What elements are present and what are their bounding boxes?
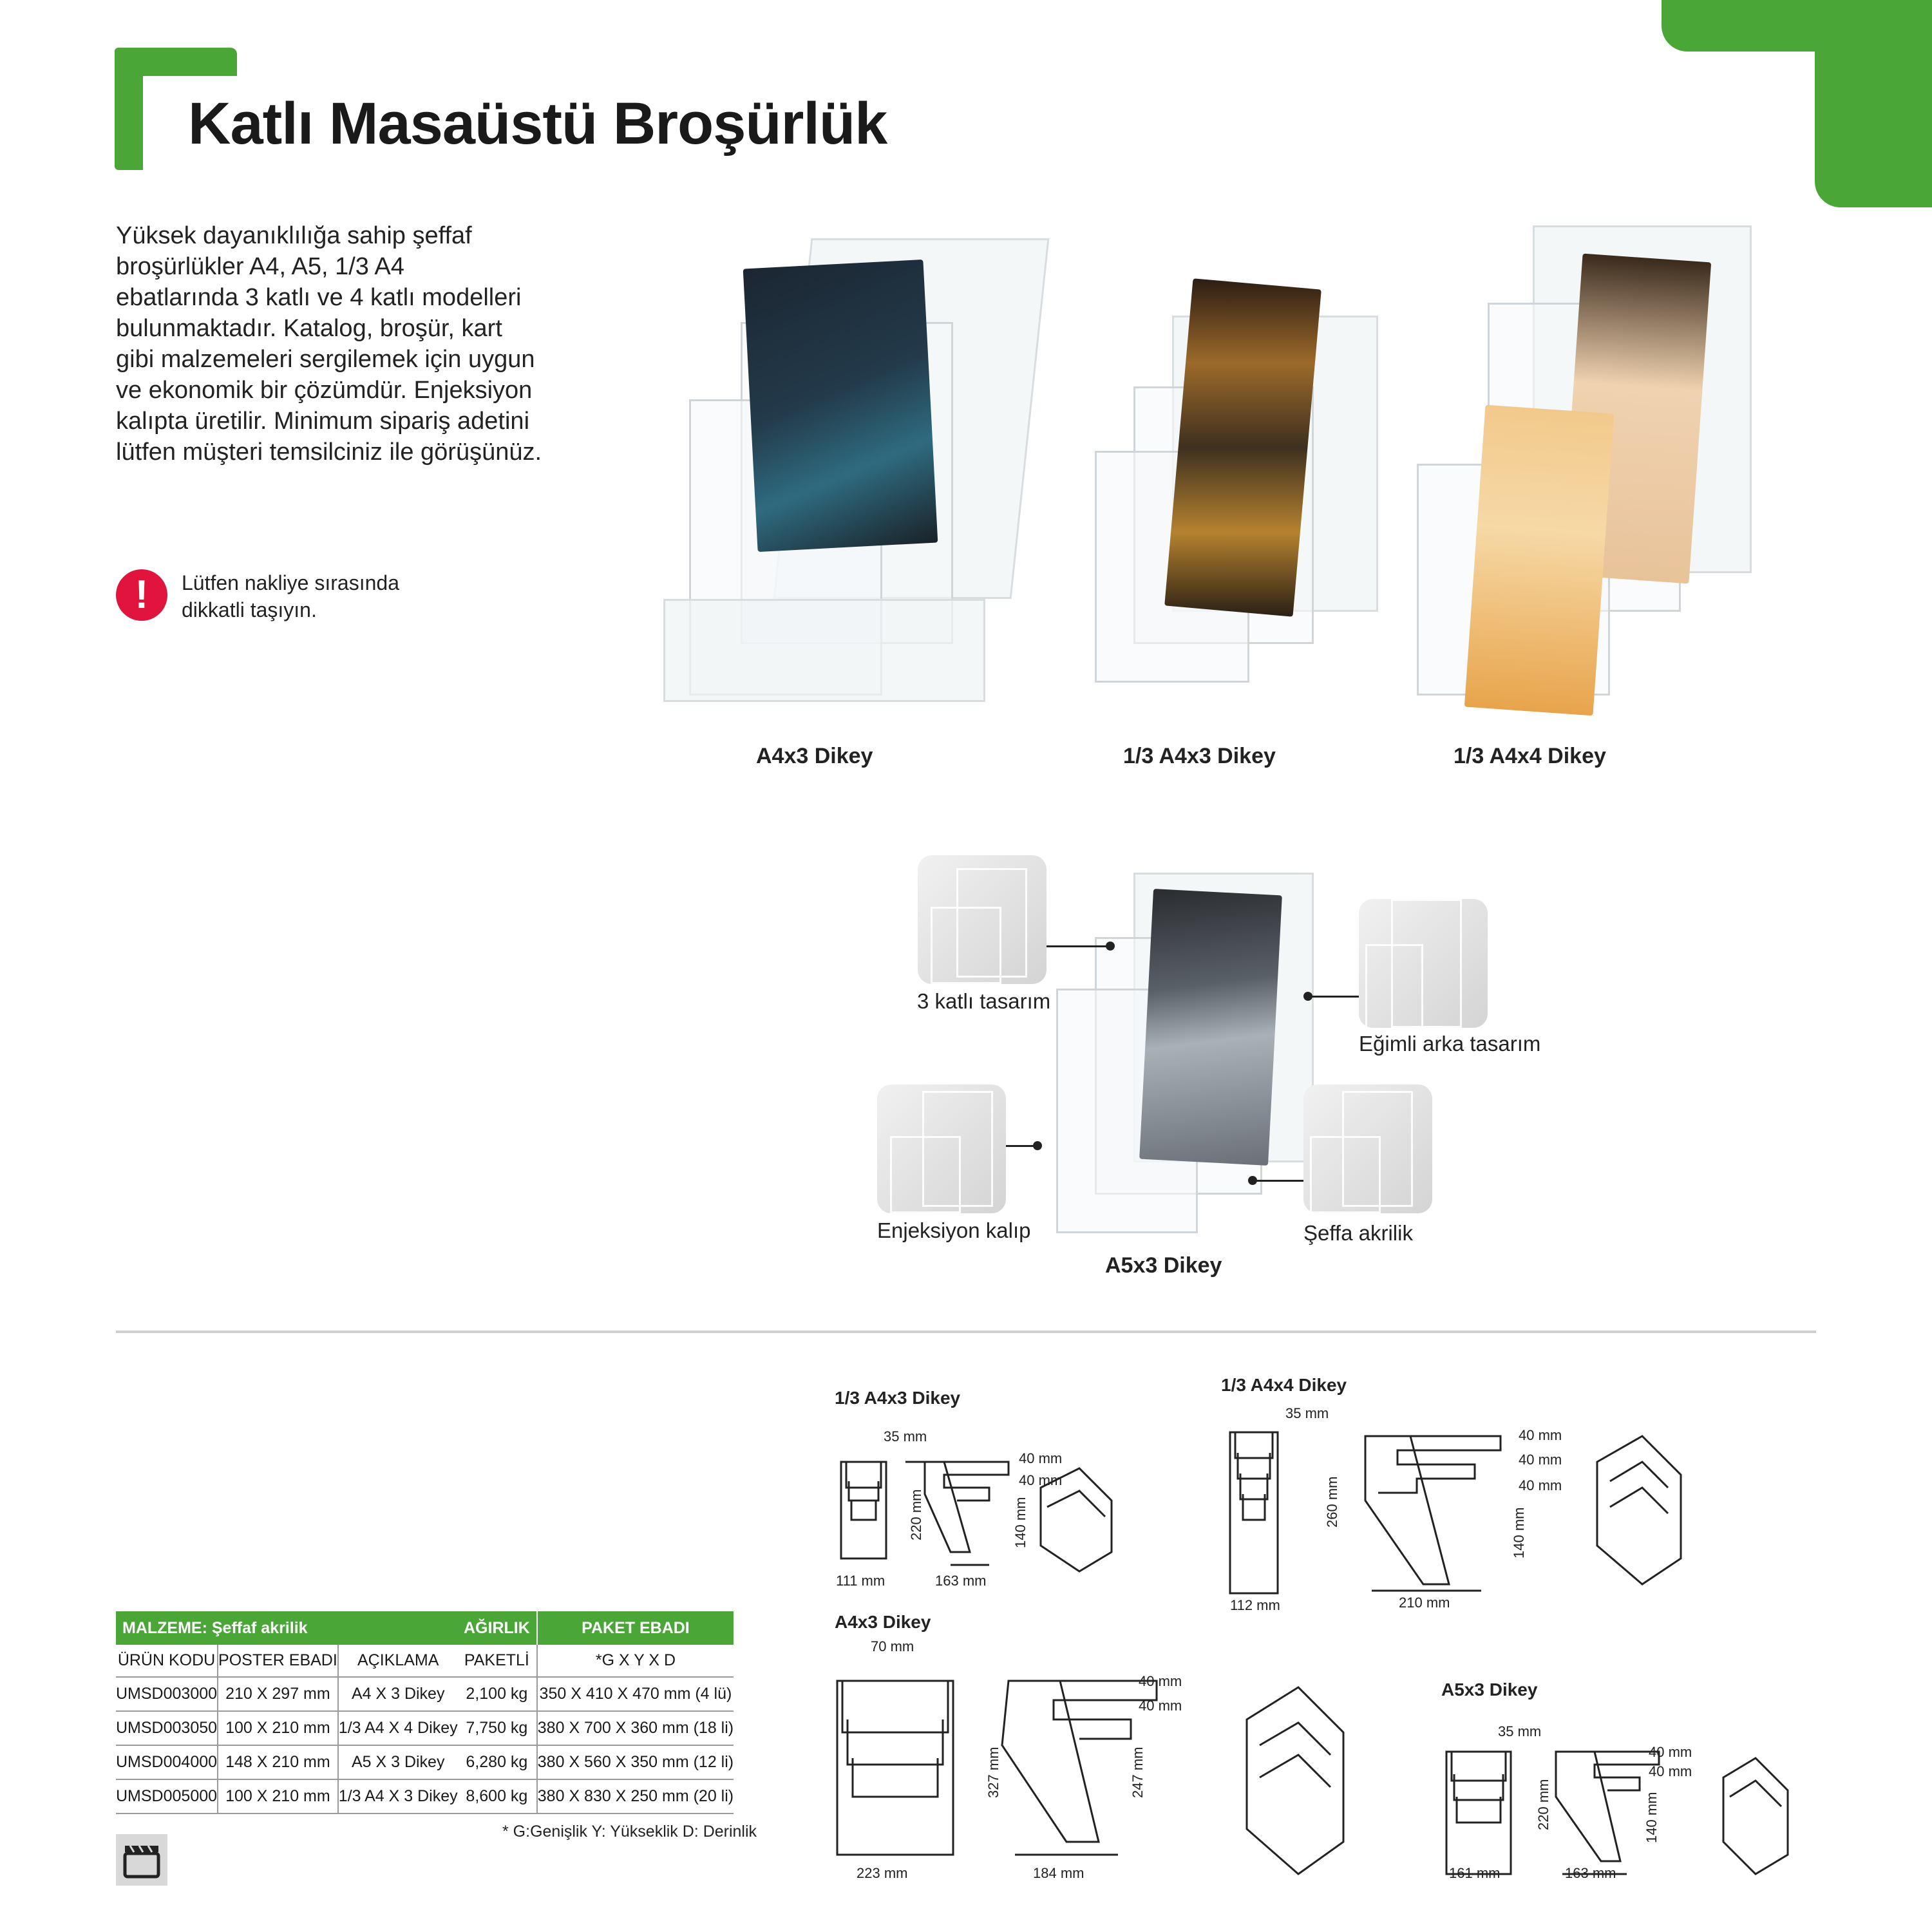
dim-height-front: 140 mm <box>1511 1507 1527 1558</box>
dim-tier-c: 40 mm <box>1519 1477 1562 1493</box>
drawing-title-a4x3: A4x3 Dikey <box>835 1612 931 1632</box>
dim-width: 70 mm <box>871 1638 914 1654</box>
drawing-a4x3 <box>836 1680 1345 1875</box>
drawing-a5x3 <box>1445 1750 1789 1875</box>
dim-height-front: 247 mm <box>1130 1747 1146 1798</box>
table-row: 8,600 kg 380 X 830 X 250 mm (20 li) <box>457 1779 734 1814</box>
brochure-discount-nachos <box>1464 404 1615 716</box>
exclamation-icon: ! <box>116 569 167 621</box>
dim-height: 260 mm <box>1324 1476 1340 1528</box>
package-table: AĞIRLIK PAKET EBADI PAKETLİ *G X Y X D 2… <box>457 1611 734 1814</box>
warning-text: Lütfen nakliye sırasında dikkatli taşıyı… <box>182 571 399 621</box>
dim-width: 35 mm <box>1498 1723 1542 1739</box>
dim-base-depth: 163 mm <box>935 1573 987 1589</box>
col-packed: PAKETLİ <box>457 1645 538 1678</box>
brochure-car <box>1139 889 1282 1166</box>
product-a5x3 <box>1043 873 1314 1259</box>
caption-a5x3: A5x3 Dikey <box>1105 1253 1222 1278</box>
caption-1-3-a4x3: 1/3 A4x3 Dikey <box>1123 744 1276 768</box>
connector-3-tier <box>1046 942 1115 951</box>
table-row: UMSD005000 100 X 210 mm 1/3 A4 X 3 Dikey <box>116 1779 458 1814</box>
drawing-title-1-3-a4x4: 1/3 A4x4 Dikey <box>1221 1375 1347 1395</box>
material-header: MALZEME: Şeffaf akrilik <box>116 1611 458 1645</box>
dim-height-front: 140 mm <box>1012 1497 1028 1548</box>
brochure-around-the-world <box>743 259 938 553</box>
thumb-injection-mold <box>877 1084 1006 1213</box>
caption-a4x3: A4x3 Dikey <box>756 744 873 768</box>
feature-sloped-back: Eğimli arka tasarım <box>1359 1032 1541 1056</box>
dim-base-depth: 163 mm <box>1565 1865 1616 1881</box>
dim-height: 220 mm <box>1535 1779 1551 1830</box>
col-poster-size: POSTER EBADI <box>218 1645 339 1678</box>
dim-width: 35 mm <box>884 1428 927 1444</box>
product-1-3-a4x3 <box>1082 278 1391 696</box>
connector-sloped-back <box>1303 992 1359 1001</box>
dim-base-width: 223 mm <box>857 1865 908 1881</box>
table-row: UMSD004000 148 X 210 mm A5 X 3 Dikey <box>116 1745 458 1780</box>
thumb-sloped-back <box>1359 899 1488 1028</box>
drawing-title-a5x3: A5x3 Dikey <box>1441 1680 1538 1700</box>
table-row: 6,280 kg 380 X 560 X 350 mm (12 li) <box>457 1745 734 1780</box>
shipping-warning: ! Lütfen nakliye sırasında dikkatli taşı… <box>116 569 452 623</box>
drawing-title-1-3-a4x3: 1/3 A4x3 Dikey <box>835 1388 961 1408</box>
dim-height-front: 140 mm <box>1643 1792 1660 1843</box>
corner-tab-decoration <box>1662 0 1932 207</box>
dim-tier-b: 40 mm <box>1139 1698 1182 1714</box>
dim-tier-b: 40 mm <box>1519 1452 1562 1468</box>
section-divider <box>116 1331 1816 1333</box>
clapperboard-icon <box>116 1834 167 1886</box>
intro-paragraph: Yüksek dayanıklılığa sahip şeffaf broşür… <box>116 222 542 466</box>
connector-clear-acrylic <box>1248 1176 1303 1185</box>
table-row: 2,100 kg 350 X 410 X 470 mm (4 lü) <box>457 1677 734 1712</box>
dim-base-width: 111 mm <box>836 1573 886 1589</box>
col-dimensions: *G X Y X D <box>536 1645 734 1678</box>
dim-tier-a: 40 mm <box>1519 1427 1562 1443</box>
material-table: MALZEME: Şeffaf akrilik ÜRÜN KODU POSTER… <box>116 1611 458 1814</box>
table-row: UMSD003050 100 X 210 mm 1/3 A4 X 4 Dikey <box>116 1711 458 1746</box>
dim-base-width: 112 mm <box>1230 1597 1280 1613</box>
connector-injection-mold <box>1006 1141 1042 1150</box>
dim-base-depth: 210 mm <box>1399 1595 1450 1611</box>
package-size-header: PAKET EBADI <box>536 1611 734 1645</box>
product-1-3-a4x4 <box>1404 225 1765 716</box>
dim-tier-a: 40 mm <box>1139 1673 1182 1689</box>
col-description: AÇIKLAMA <box>337 1645 458 1678</box>
caption-1-3-a4x4: 1/3 A4x4 Dikey <box>1454 744 1606 768</box>
dim-base-width: 161 mm <box>1449 1865 1501 1881</box>
feature-clear-acrylic: Şeffa akrilik <box>1303 1221 1413 1245</box>
drawing-1-3-a4x4 <box>1229 1431 1682 1595</box>
dimension-footnote: * G:Genişlik Y: Yükseklik D: Derinlik <box>502 1823 757 1841</box>
table-row: 7,750 kg 380 X 700 X 360 mm (18 li) <box>457 1711 734 1746</box>
dim-height: 327 mm <box>985 1747 1001 1798</box>
dim-height: 220 mm <box>908 1489 924 1540</box>
col-product-code: ÜRÜN KODU <box>116 1645 219 1678</box>
thumb-3-tier-design <box>918 855 1046 984</box>
feature-3-tier-design: 3 katlı tasarım <box>917 989 1051 1013</box>
drawing-1-3-a4x3 <box>840 1461 1113 1573</box>
weight-header: AĞIRLIK <box>457 1611 538 1645</box>
product-a4x3 <box>663 238 1050 728</box>
table-row: UMSD003000 210 X 297 mm A4 X 3 Dikey <box>116 1677 458 1712</box>
corner-bracket <box>115 48 237 170</box>
dim-tier-b: 40 mm <box>1019 1472 1063 1488</box>
page-title: Katlı Masaüstü Broşürlük <box>188 91 887 156</box>
dim-tier-a: 40 mm <box>1649 1744 1692 1760</box>
dim-tier-b: 40 mm <box>1649 1763 1692 1779</box>
dim-base-depth: 184 mm <box>1033 1865 1084 1881</box>
dim-width: 35 mm <box>1285 1405 1329 1421</box>
feature-injection-mold: Enjeksiyon kalıp <box>877 1218 1031 1242</box>
thumb-clear-acrylic <box>1303 1084 1432 1213</box>
dim-tier-a: 40 mm <box>1019 1450 1063 1466</box>
